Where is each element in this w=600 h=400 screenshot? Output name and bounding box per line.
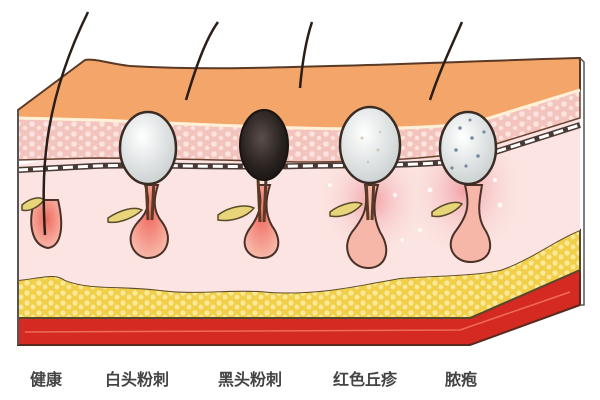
hair-blackhead [298,21,314,89]
hair-whitehead [184,21,220,101]
follicle-healthy [21,11,90,250]
label-blackhead: 黑头粉刺 [218,370,283,389]
follicle-blackhead [217,21,314,260]
hair-pustule [428,21,464,101]
hair-healthy [42,11,90,236]
follicle-papule [329,105,402,270]
pustule-plug [438,110,498,186]
blackhead-plug [239,109,289,181]
label-papule: 红色丘疹 [333,370,398,389]
follicle-pustule [328,21,503,264]
label-pustule: 脓疱 [445,370,478,389]
follicle-whitehead [107,21,220,260]
label-whitehead: 白头粉刺 [105,370,170,389]
papule-plug [338,105,402,185]
label-healthy: 健康 [30,370,63,389]
whitehead-plug [118,110,178,186]
skin-cross-section-illustration [17,11,585,346]
